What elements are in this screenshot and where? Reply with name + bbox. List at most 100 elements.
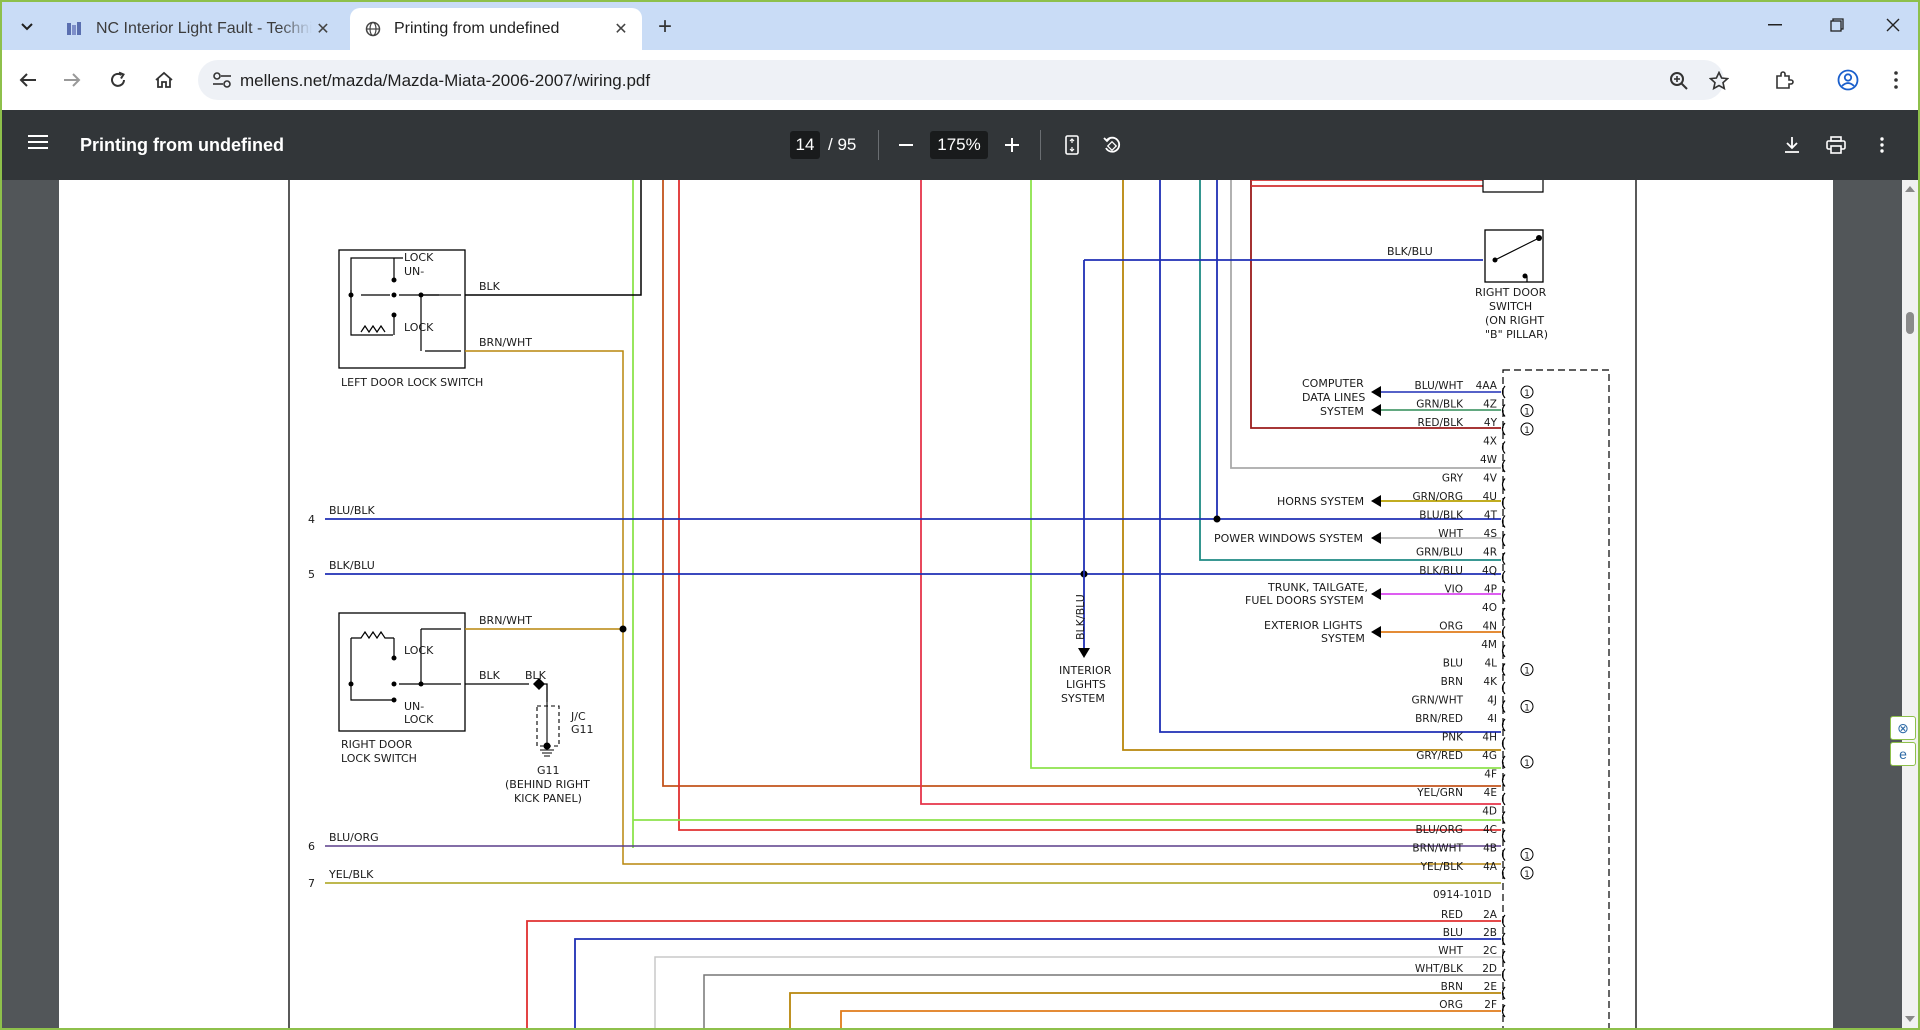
home-icon bbox=[155, 71, 173, 88]
pin-number: 4Y bbox=[1484, 417, 1498, 429]
switch-label: SWITCH bbox=[1489, 300, 1532, 313]
pin-wire-label: YEL/GRN bbox=[1416, 787, 1463, 799]
left-door-lock-switch: LOCK UN- LOCK LEFT DOOR LOCK SWITCH bbox=[338, 249, 483, 389]
wire bbox=[1030, 180, 1501, 769]
system-label: COMPUTER bbox=[1302, 377, 1364, 390]
note-marker bbox=[1520, 700, 1534, 713]
pin-wire-label: BLU/BLK bbox=[1419, 510, 1464, 522]
download-button[interactable] bbox=[1778, 131, 1806, 159]
bookmark-star-icon[interactable] bbox=[1708, 70, 1730, 92]
pdf-title: Printing from undefined bbox=[80, 135, 284, 155]
extension-e-icon[interactable]: e bbox=[1890, 742, 1916, 766]
vertical-wires bbox=[632, 180, 1501, 848]
browser-menu-button[interactable] bbox=[1880, 64, 1912, 96]
profile-button[interactable] bbox=[1832, 64, 1864, 96]
wire-label: YEL/BLK bbox=[328, 868, 374, 881]
close-tab-icon[interactable]: ✕ bbox=[316, 21, 330, 38]
fit-page-icon bbox=[1065, 135, 1079, 155]
restore-icon bbox=[1830, 18, 1844, 32]
reload-button[interactable] bbox=[102, 64, 134, 96]
print-button[interactable] bbox=[1822, 131, 1850, 159]
pin-number: 4G bbox=[1482, 750, 1497, 762]
switch-label: RIGHT DOOR bbox=[1475, 286, 1547, 299]
pin-number: 2C bbox=[1483, 945, 1497, 957]
new-tab-button[interactable]: + bbox=[657, 13, 672, 40]
close-tab-icon[interactable]: ✕ bbox=[614, 21, 628, 38]
pin-socket bbox=[1501, 589, 1506, 602]
page-number-input[interactable]: 14 bbox=[790, 131, 820, 159]
back-button[interactable] bbox=[12, 64, 44, 96]
home-button[interactable] bbox=[148, 64, 180, 96]
pin-socket bbox=[1501, 986, 1506, 1000]
pin-number: 2F bbox=[1484, 999, 1497, 1011]
junction-label: J/C bbox=[570, 710, 586, 723]
minimize-button[interactable] bbox=[1746, 2, 1804, 48]
minus-icon bbox=[899, 144, 913, 146]
pin-wire-label: BLU bbox=[1443, 658, 1463, 670]
zoom-out-button[interactable] bbox=[892, 131, 920, 159]
profile-icon bbox=[1837, 69, 1859, 91]
pin-wire-label: BLU/WHT bbox=[1415, 380, 1464, 392]
wire-label: BLK/BLU bbox=[1387, 245, 1433, 258]
ground-junction: J/C G11 G11 (BEHIND RIGHT KICK PANEL) bbox=[505, 702, 594, 805]
pin-wire-label: BRN bbox=[1441, 981, 1463, 993]
print-icon bbox=[1826, 136, 1846, 154]
ground-location: (BEHIND RIGHT bbox=[505, 778, 590, 791]
reload-icon bbox=[111, 71, 125, 87]
rotate-button[interactable] bbox=[1098, 131, 1126, 159]
note-number: 1 bbox=[1524, 389, 1530, 399]
pin-socket bbox=[1501, 811, 1506, 824]
tab-search-button[interactable] bbox=[10, 12, 44, 42]
unlock-label: LOCK bbox=[404, 713, 434, 726]
pdf-more-button[interactable] bbox=[1868, 131, 1896, 159]
fit-page-button[interactable] bbox=[1058, 131, 1086, 159]
pdf-viewer[interactable]: LOCK UN- LOCK LEFT DOOR LOCK SWITCH BLK … bbox=[2, 180, 1918, 1028]
note-marker bbox=[1520, 663, 1534, 676]
pin-wire-label: YEL/BLK bbox=[1420, 861, 1464, 873]
zoom-level-input[interactable]: 175% bbox=[930, 131, 988, 159]
site-info-icon[interactable] bbox=[212, 71, 232, 89]
wire-label: BLU/BLK bbox=[329, 504, 376, 517]
restore-button[interactable] bbox=[1808, 2, 1866, 48]
menu-icon[interactable] bbox=[28, 134, 48, 150]
pin-socket bbox=[1501, 570, 1506, 584]
extension-close-icon[interactable]: ⊗ bbox=[1890, 716, 1916, 740]
interior-lights-label: LIGHTS bbox=[1066, 678, 1106, 691]
note-marker bbox=[1520, 866, 1534, 880]
lock-label: LOCK bbox=[404, 321, 434, 334]
tab-printing[interactable]: Printing from undefined ✕ bbox=[350, 8, 642, 50]
zoom-icon[interactable] bbox=[1668, 70, 1690, 92]
pin-socket bbox=[1501, 552, 1506, 565]
divider bbox=[1040, 130, 1041, 160]
pin-number: 4V bbox=[1483, 473, 1498, 485]
vertical-scrollbar[interactable] bbox=[1902, 180, 1918, 1028]
pin-socket bbox=[1501, 737, 1506, 750]
scroll-thumb[interactable] bbox=[1906, 312, 1914, 334]
note-number: 1 bbox=[1524, 704, 1530, 714]
scroll-up-arrow[interactable] bbox=[1905, 186, 1915, 192]
row-number: 6 bbox=[308, 840, 315, 853]
system-label: EXTERIOR LIGHTS bbox=[1264, 619, 1363, 632]
wire-label: BLK bbox=[479, 669, 501, 682]
browser-toolbar: mellens.net/mazda/Mazda-Miata-2006-2007/… bbox=[2, 50, 1918, 110]
more-vert-icon bbox=[1880, 137, 1884, 153]
wire bbox=[678, 180, 1501, 831]
right-door-lock-switch: LOCK UN- LOCK RIGHT DOOR LOCK SWITCH bbox=[338, 612, 466, 765]
pin-number: 4Q bbox=[1482, 565, 1497, 577]
forward-button[interactable] bbox=[56, 64, 88, 96]
address-bar[interactable]: mellens.net/mazda/Mazda-Miata-2006-2007/… bbox=[198, 60, 1729, 100]
close-window-button[interactable] bbox=[1864, 2, 1918, 48]
scroll-down-arrow[interactable] bbox=[1905, 1016, 1915, 1022]
tab-nc-interior[interactable]: NC Interior Light Fault - Technic ✕ bbox=[52, 8, 344, 50]
lock-label: LOCK bbox=[404, 644, 434, 657]
extensions-button[interactable] bbox=[1768, 64, 1800, 96]
pin-number: 4Z bbox=[1483, 399, 1497, 411]
pin-socket bbox=[1501, 533, 1506, 547]
zoom-in-button[interactable] bbox=[998, 131, 1026, 159]
